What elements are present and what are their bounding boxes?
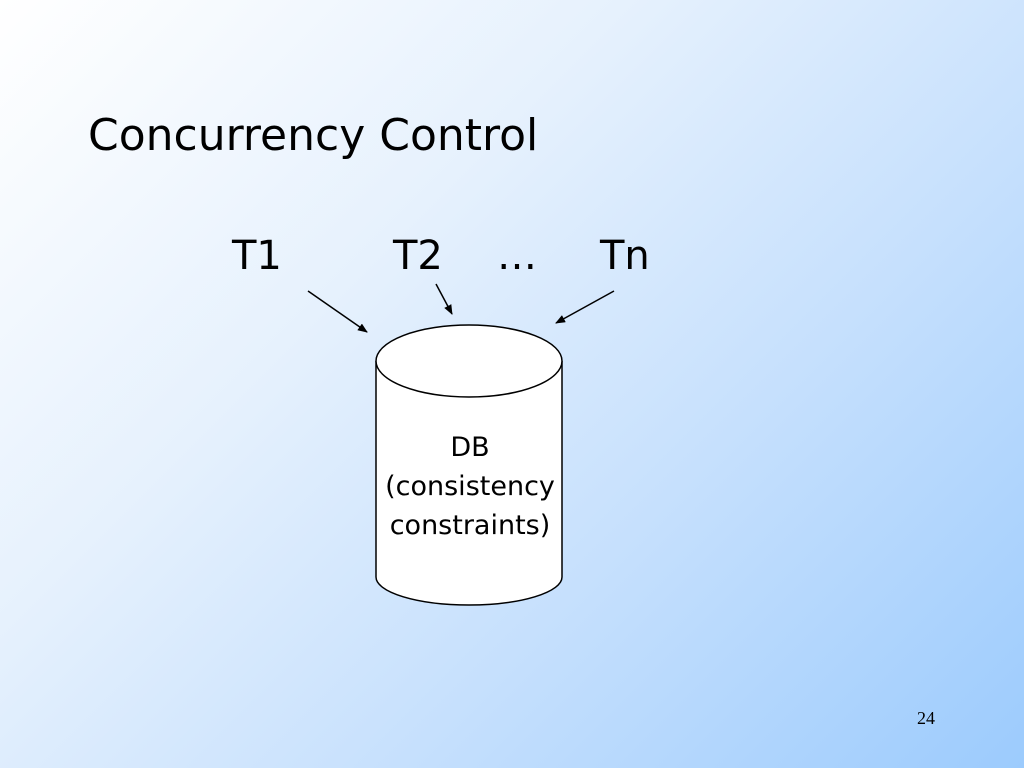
arrow-tn-to-db: [555, 290, 615, 324]
database-label: DB (consistency constraints): [370, 428, 570, 545]
cylinder-top: [375, 324, 563, 398]
transaction-label-t2: T2: [393, 233, 443, 279]
transaction-label-t1: T1: [232, 233, 282, 279]
page-number: 24: [917, 708, 935, 728]
database-cylinder: [375, 324, 563, 606]
transaction-ellipsis: …: [497, 233, 537, 279]
slide-title: Concurrency Control: [88, 110, 539, 161]
transaction-label-tn: Tn: [600, 233, 650, 279]
arrow-t1-to-db: [307, 290, 368, 333]
database-label-line-1: DB: [450, 432, 490, 463]
database-label-line-2: (consistency: [385, 471, 555, 502]
database-label-line-3: constraints): [389, 510, 551, 541]
cylinder-body: [375, 361, 563, 606]
arrow-t2-to-db: [435, 283, 453, 315]
